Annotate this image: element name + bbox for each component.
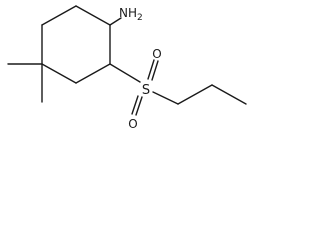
so-top-bond-b xyxy=(151,60,159,81)
ring-bond-c6-c1 xyxy=(75,5,111,26)
amine-label-main: NH xyxy=(119,6,137,20)
amine-label-subscript: 2 xyxy=(137,13,143,23)
ring-bond-c3-c4 xyxy=(41,63,77,84)
so-top-bond-a xyxy=(147,59,155,80)
propyl-bond-1 xyxy=(152,91,179,105)
amine-label: NH2 xyxy=(119,6,143,23)
propyl-bond-3 xyxy=(211,84,247,105)
sulfonyl-bond-ring xyxy=(109,63,141,83)
propyl-bond-2 xyxy=(177,84,213,105)
amine-bond xyxy=(109,17,122,26)
ring-bond-c2-c3 xyxy=(75,63,111,84)
so-bottom-bond-a xyxy=(131,95,139,115)
oxygen-top-label: O xyxy=(152,47,161,61)
so-bottom-bond-b xyxy=(135,96,143,116)
structure-diagram: NH2 S O O xyxy=(7,5,247,131)
oxygen-bottom-label: O xyxy=(128,117,137,131)
ring-bond-c5-c6 xyxy=(41,5,77,26)
sulfur-label: S xyxy=(142,83,150,98)
